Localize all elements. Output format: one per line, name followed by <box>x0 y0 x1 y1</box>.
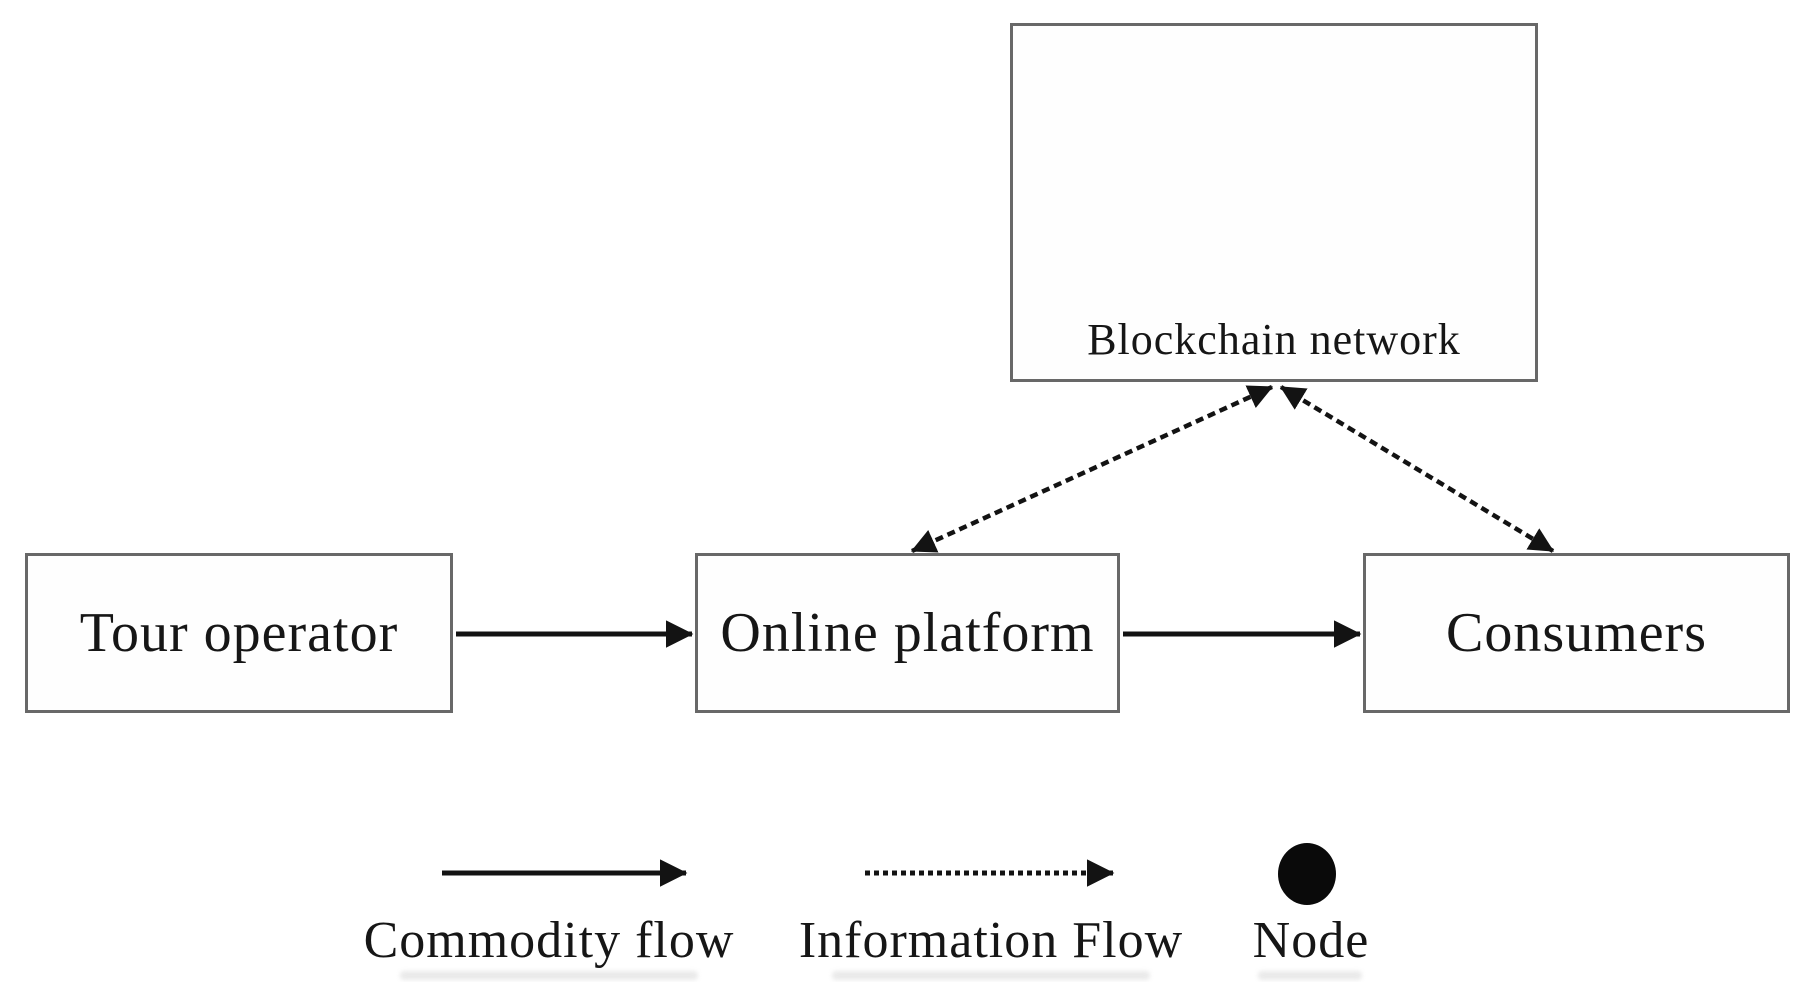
tour-operator-label: Tour operator <box>79 602 399 664</box>
legend-label-commodity-flow: Commodity flow <box>363 912 735 969</box>
bottom-crop-artifact <box>1258 971 1362 980</box>
tour-operator-box: Tour operator <box>25 553 453 713</box>
information-arrow-blockchain-consumers <box>1279 385 1555 553</box>
blockchain-network-box <box>1010 23 1538 382</box>
online-platform-box: Online platform <box>695 553 1120 713</box>
legend-label-node: Node <box>1252 912 1370 969</box>
information-arrow-platform-blockchain <box>910 384 1274 554</box>
bottom-crop-artifact <box>400 971 698 980</box>
legend-label-information-flow: Information Flow <box>798 912 1184 969</box>
node-dot-icon <box>1278 843 1336 905</box>
online-platform-label: Online platform <box>720 602 1095 664</box>
consumers-box: Consumers <box>1363 553 1790 713</box>
blockchain-network-label: Blockchain network <box>1087 315 1461 364</box>
bottom-crop-artifact <box>832 971 1150 980</box>
consumers-label: Consumers <box>1446 602 1707 664</box>
